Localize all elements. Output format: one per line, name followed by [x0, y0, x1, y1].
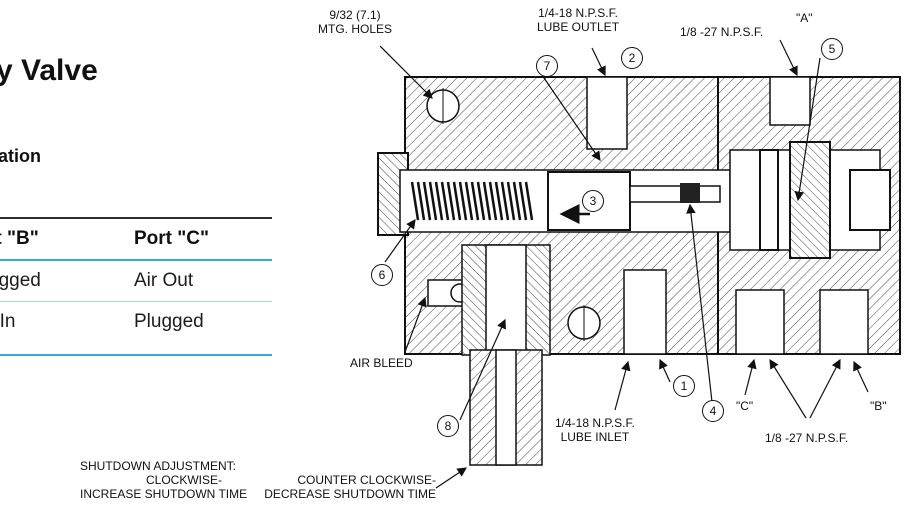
table-header-row: rt "B" Port "C" — [0, 219, 272, 261]
port-b-label: "B" — [870, 399, 887, 413]
shutdown-title: SHUTDOWN ADJUSTMENT: — [80, 459, 236, 473]
table-row: r In Plugged — [0, 302, 272, 342]
table-top-rule — [0, 217, 272, 219]
mtg-holes-size: 9/32 (7.1) — [329, 8, 381, 22]
port-a-label: "A" — [796, 11, 813, 25]
lube-outlet-thread: 1/4-18 N.P.S.F. — [538, 6, 618, 20]
shutdown-adjustment-label: SHUTDOWN ADJUSTMENT: CLOCKWISE- INCREASE… — [80, 459, 248, 501]
table-row: ugged Air Out — [0, 261, 272, 302]
spring — [410, 181, 534, 221]
lube-inlet-thread: 1/4-18 N.P.S.F. — [555, 416, 635, 430]
callout-5: 5 — [821, 38, 843, 60]
callout-7: 7 — [536, 55, 558, 77]
lube-outlet-text: LUBE OUTLET — [537, 20, 620, 34]
ccw-decrease: DECREASE SHUTDOWN TIME — [264, 487, 436, 501]
cell-port-c: Air Out — [134, 270, 194, 291]
callout-8: 8 — [437, 415, 459, 437]
air-bleed-label: AIR BLEED — [350, 356, 413, 370]
port-b — [819, 289, 869, 355]
callout-3: 3 — [582, 190, 604, 212]
shutdown-increase: INCREASE SHUTDOWN TIME — [80, 487, 248, 501]
lube-inlet-port — [623, 269, 667, 355]
port-a-thread-label: 1/8 -27 N.P.S.F. — [680, 25, 764, 39]
table-bottom-rule — [0, 354, 272, 356]
lube-inlet-text: LUBE INLET — [560, 430, 630, 444]
port-c-label: "C" — [736, 399, 754, 413]
cell-port-c: Plugged — [134, 311, 204, 332]
header-port-b: rt "B" — [0, 228, 39, 249]
bottom-thread-label: 1/8 -27 N.P.S.F. — [765, 431, 849, 445]
page-title: y Valve — [0, 54, 98, 87]
counter-clockwise-label: COUNTER CLOCKWISE- DECREASE SHUTDOWN TIM… — [228, 473, 436, 501]
callout-4: 4 — [702, 400, 724, 422]
lube-inlet-label: 1/4-18 N.P.S.F. LUBE INLET — [555, 416, 635, 444]
port-c — [735, 289, 785, 355]
header-port-c: Port "C" — [134, 228, 210, 249]
port-table: rt "B" Port "C" ugged Air Out r In Plugg… — [0, 217, 272, 356]
port-a — [769, 76, 811, 126]
adjustment-screw — [461, 244, 551, 466]
callout-2: 2 — [621, 47, 643, 69]
leader-lines — [379, 39, 869, 489]
shutdown-clockwise: CLOCKWISE- — [145, 473, 222, 487]
cell-port-b: ugged — [0, 270, 41, 291]
cell-port-b: r In — [0, 311, 16, 332]
callout-1: 1 — [673, 375, 695, 397]
lube-outlet-port — [586, 76, 628, 150]
lube-outlet-label: 1/4-18 N.P.S.F. LUBE OUTLET — [537, 6, 619, 34]
mtg-holes-text: MTG. HOLES — [318, 22, 393, 36]
spool — [759, 141, 891, 259]
callout-6: 6 — [371, 264, 393, 286]
section-subtitle: ation — [0, 146, 41, 166]
ccw-title: COUNTER CLOCKWISE- — [297, 473, 436, 487]
mtg-holes-label: 9/32 (7.1) MTG. HOLES — [318, 8, 392, 36]
